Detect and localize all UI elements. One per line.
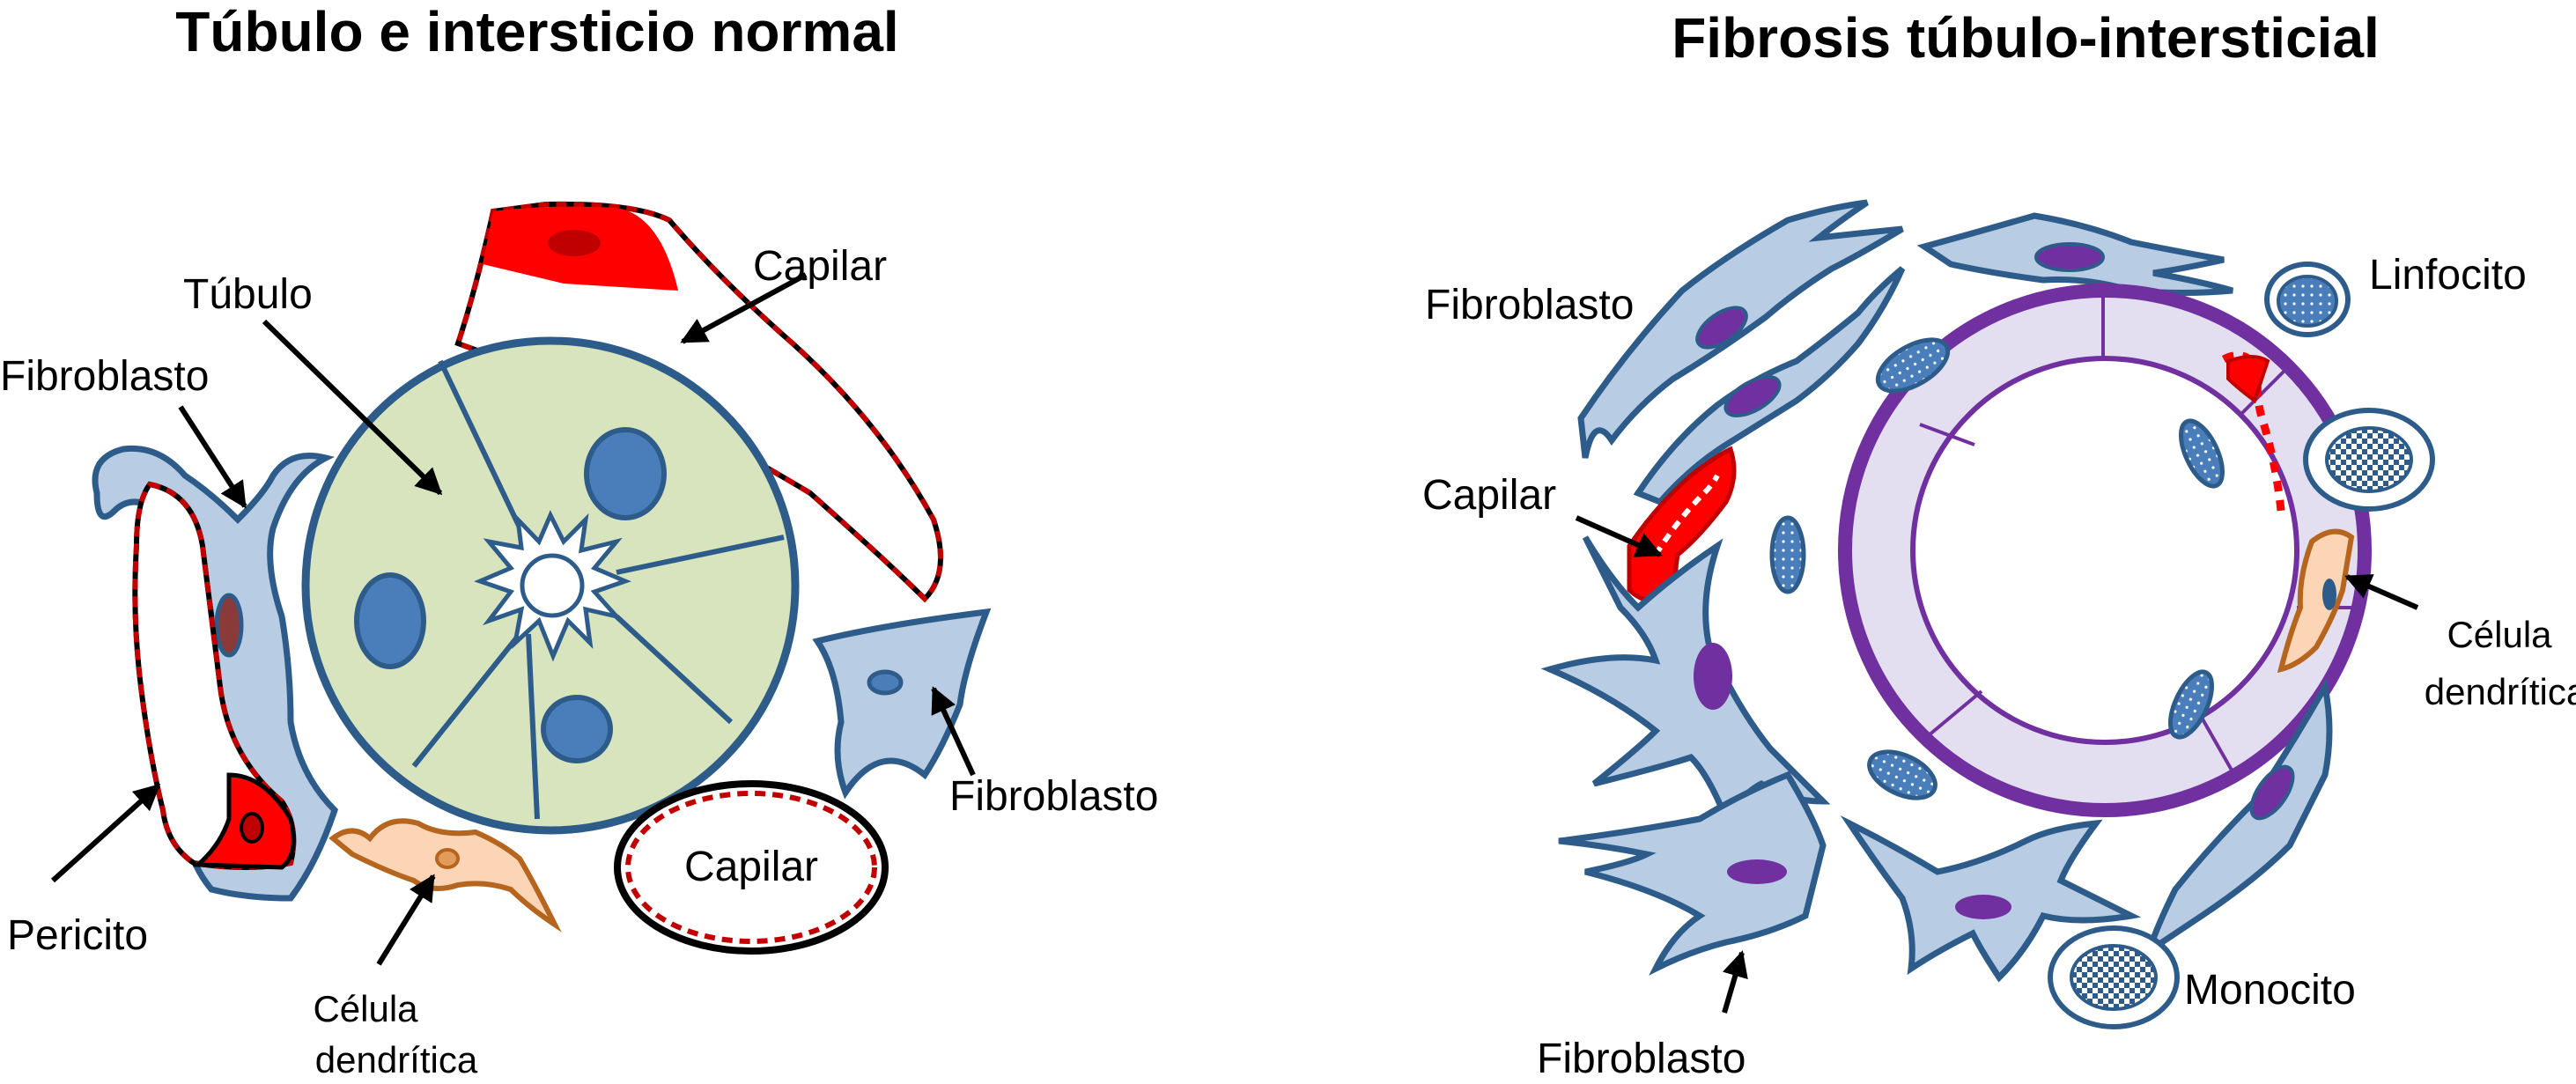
pericyte-nucleus [240,812,264,844]
label-fibroblasto-top: Fibroblasto [1425,282,1634,328]
fibroblast-top-1-nucleus [1695,306,1748,350]
label-fibroblasto-right: Fibroblasto [949,773,1158,820]
fibroblast-top-3 [1916,212,2233,296]
fibroblast-right [812,608,992,800]
tubule-cell-nucleus-3 [1769,515,1806,594]
fibroblast-nucleus [214,593,244,658]
label-fibroblasto-bottom: Fibroblasto [1537,1036,1746,1082]
left-panel: Túbulo e intersticio normal [0,0,1158,1080]
arrow-celula-left [376,874,436,966]
left-title: Túbulo e intersticio normal [175,0,898,63]
label-capilar-bottom: Capilar [684,844,818,890]
fibroblast-right-side-nucleus [2249,764,2295,821]
tubule-nucleus-1 [584,427,667,520]
label-capilar-top: Capilar [753,243,887,290]
dendritic-cell-left [328,818,562,933]
dendritic-right-nucleus [2322,579,2336,610]
fibroblast-right-side [2143,678,2333,959]
fibroblast-bottom-1 [1558,771,1827,976]
label-pericito: Pericito [7,912,148,959]
label-celula-right-2: dendrítica [2425,671,2576,712]
arrow-pericito [50,783,161,883]
tubule [301,336,800,835]
fibroblast-left-stellate-nucleus [1694,643,1732,710]
arrow-capilar-top [680,272,808,344]
arrow-fibroblasto-right [931,686,976,777]
fibroblast-bottom-1-nucleus [1727,859,1787,884]
tubule-nucleus-3 [541,695,613,763]
right-panel: Fibrosis túbulo-intersticial [1422,6,2576,1082]
arrow-fibroblasto-bottom [1722,950,1748,1014]
label-linfocito: Linfocito [2369,252,2527,299]
tubule-cell-nucleus-2 [2179,418,2225,489]
monocyte-upper [2303,408,2435,512]
tubule-cell-nucleus-4 [2168,669,2214,740]
tubule-cell-nucleus-1 [1875,337,1951,394]
arrow-fibroblasto-left [178,405,247,509]
fibroblast-top-3-nucleus [2034,242,2105,272]
monocyte-bottom [2048,925,2180,1029]
capillary-bottom [614,780,889,955]
fibrotic-tubule [1769,284,2372,817]
fibroblast-bottom-2 [1840,815,2142,983]
tubule-nucleus-2 [354,572,426,669]
lymphocyte [2264,262,2351,337]
fibroblast-top-1 [1577,199,1904,459]
label-fibroblasto-left: Fibroblasto [0,353,209,400]
fibroblast-top-2-nucleus [1723,375,1782,417]
label-celula-right-1: Célula [2447,614,2552,655]
dendritic-nucleus [435,848,460,869]
tubule-cell-nucleus-5 [1867,749,1938,800]
tubule-lumen [474,510,631,662]
fibroblast-bottom-2-nucleus [1955,895,2011,919]
pericyte-capillary [132,481,297,870]
fibroblast-top-2 [1633,266,1906,506]
label-celula-left-2: dendrítica [315,1039,478,1080]
arrow-tubulo [262,319,443,496]
arrow-celula-right [2344,574,2419,610]
label-tubulo: Túbulo [183,271,313,318]
label-monocito: Monocito [2184,967,2356,1014]
dendritic-cell-right [2277,528,2355,674]
label-capilar-right: Capilar [1422,472,1556,519]
label-celula-left-1: Célula [313,988,418,1029]
fibroblast-right-nucleus [867,669,904,696]
right-title: Fibrosis túbulo-intersticial [1672,6,2380,70]
capillary-nucleus [548,230,601,256]
arrow-capilar-right [1575,515,1663,557]
